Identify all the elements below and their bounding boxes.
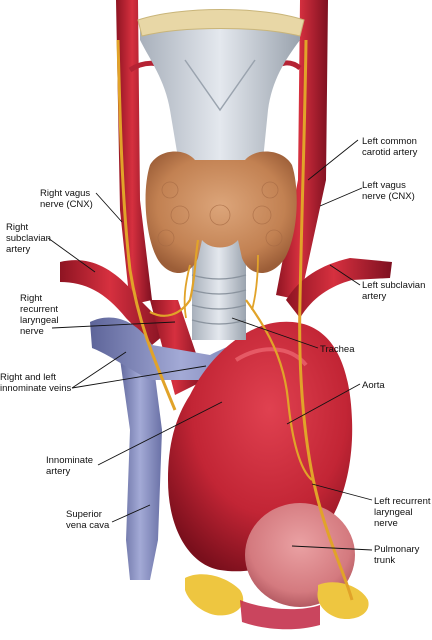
thyroid-gland <box>145 151 297 273</box>
vagus-branch-left <box>251 254 259 311</box>
superior-vena-cava-vessel <box>118 345 162 580</box>
label-right-recurrent-laryngeal-nerve: Right recurrent laryngeal nerve <box>20 293 59 337</box>
pointer-aorta <box>286 383 361 425</box>
fat-tissue-right <box>317 582 369 620</box>
pointer-lines <box>47 139 373 551</box>
pointer-right-subclavian <box>47 237 96 273</box>
pointer-innominate-veins-a <box>71 351 127 389</box>
left-recurrent-laryngeal-nerve-path <box>245 299 313 481</box>
label-superior-vena-cava: Superior vena cava <box>66 509 110 531</box>
label-left-common-carotid-artery: Left common carotid artery <box>362 136 418 158</box>
label-left-subclavian-artery: Left subclavian artery <box>362 280 426 302</box>
left-common-carotid-artery <box>276 0 328 300</box>
pointer-innominate-artery <box>97 401 223 466</box>
fat-tissue-left <box>185 574 244 616</box>
right-vagus-nerve-path <box>116 39 177 411</box>
pointer-right-recurrent <box>51 321 176 329</box>
hyoid-bone <box>137 9 305 37</box>
label-right-subclavian-artery: Right subclavian artery <box>6 222 51 255</box>
label-left-recurrent-laryngeal-nerve: Left recurrent laryngeal nerve <box>374 496 431 529</box>
label-aorta: Aorta <box>362 380 385 391</box>
pointer-pulmonary-trunk <box>291 545 373 551</box>
label-pulmonary-trunk: Pulmonary trunk <box>374 544 420 566</box>
pointer-left-subclavian <box>329 264 361 286</box>
label-right-vagus-nerve: Right vagus nerve (CNX) <box>40 188 93 210</box>
larynx-shading <box>184 59 256 112</box>
pointer-trachea <box>231 317 319 349</box>
thyroid-lobule-texture <box>157 181 283 247</box>
label-left-vagus-nerve: Left vagus nerve (CNX) <box>362 180 415 202</box>
pointer-left-common-carotid <box>307 139 359 181</box>
pointer-innominate-veins-b <box>71 365 207 389</box>
label-innominate-artery: Innominate artery <box>46 455 94 477</box>
fat-tissue-center <box>240 600 320 630</box>
right-recurrent-laryngeal-nerve-path <box>149 239 200 317</box>
vagus-branch-right <box>183 264 191 319</box>
left-subclavian-artery-vessel <box>286 258 392 318</box>
larynx-cartilage <box>140 14 300 171</box>
left-vagus-nerve-path <box>298 39 354 601</box>
pointer-left-vagus <box>319 187 363 207</box>
pointer-superior-vena-cava <box>111 504 151 523</box>
label-trachea: Trachea <box>320 344 355 355</box>
pointer-left-recurrent <box>311 483 373 501</box>
label-innominate-veins: Right and left innominate veins <box>0 372 72 394</box>
pointer-right-vagus <box>95 192 123 223</box>
